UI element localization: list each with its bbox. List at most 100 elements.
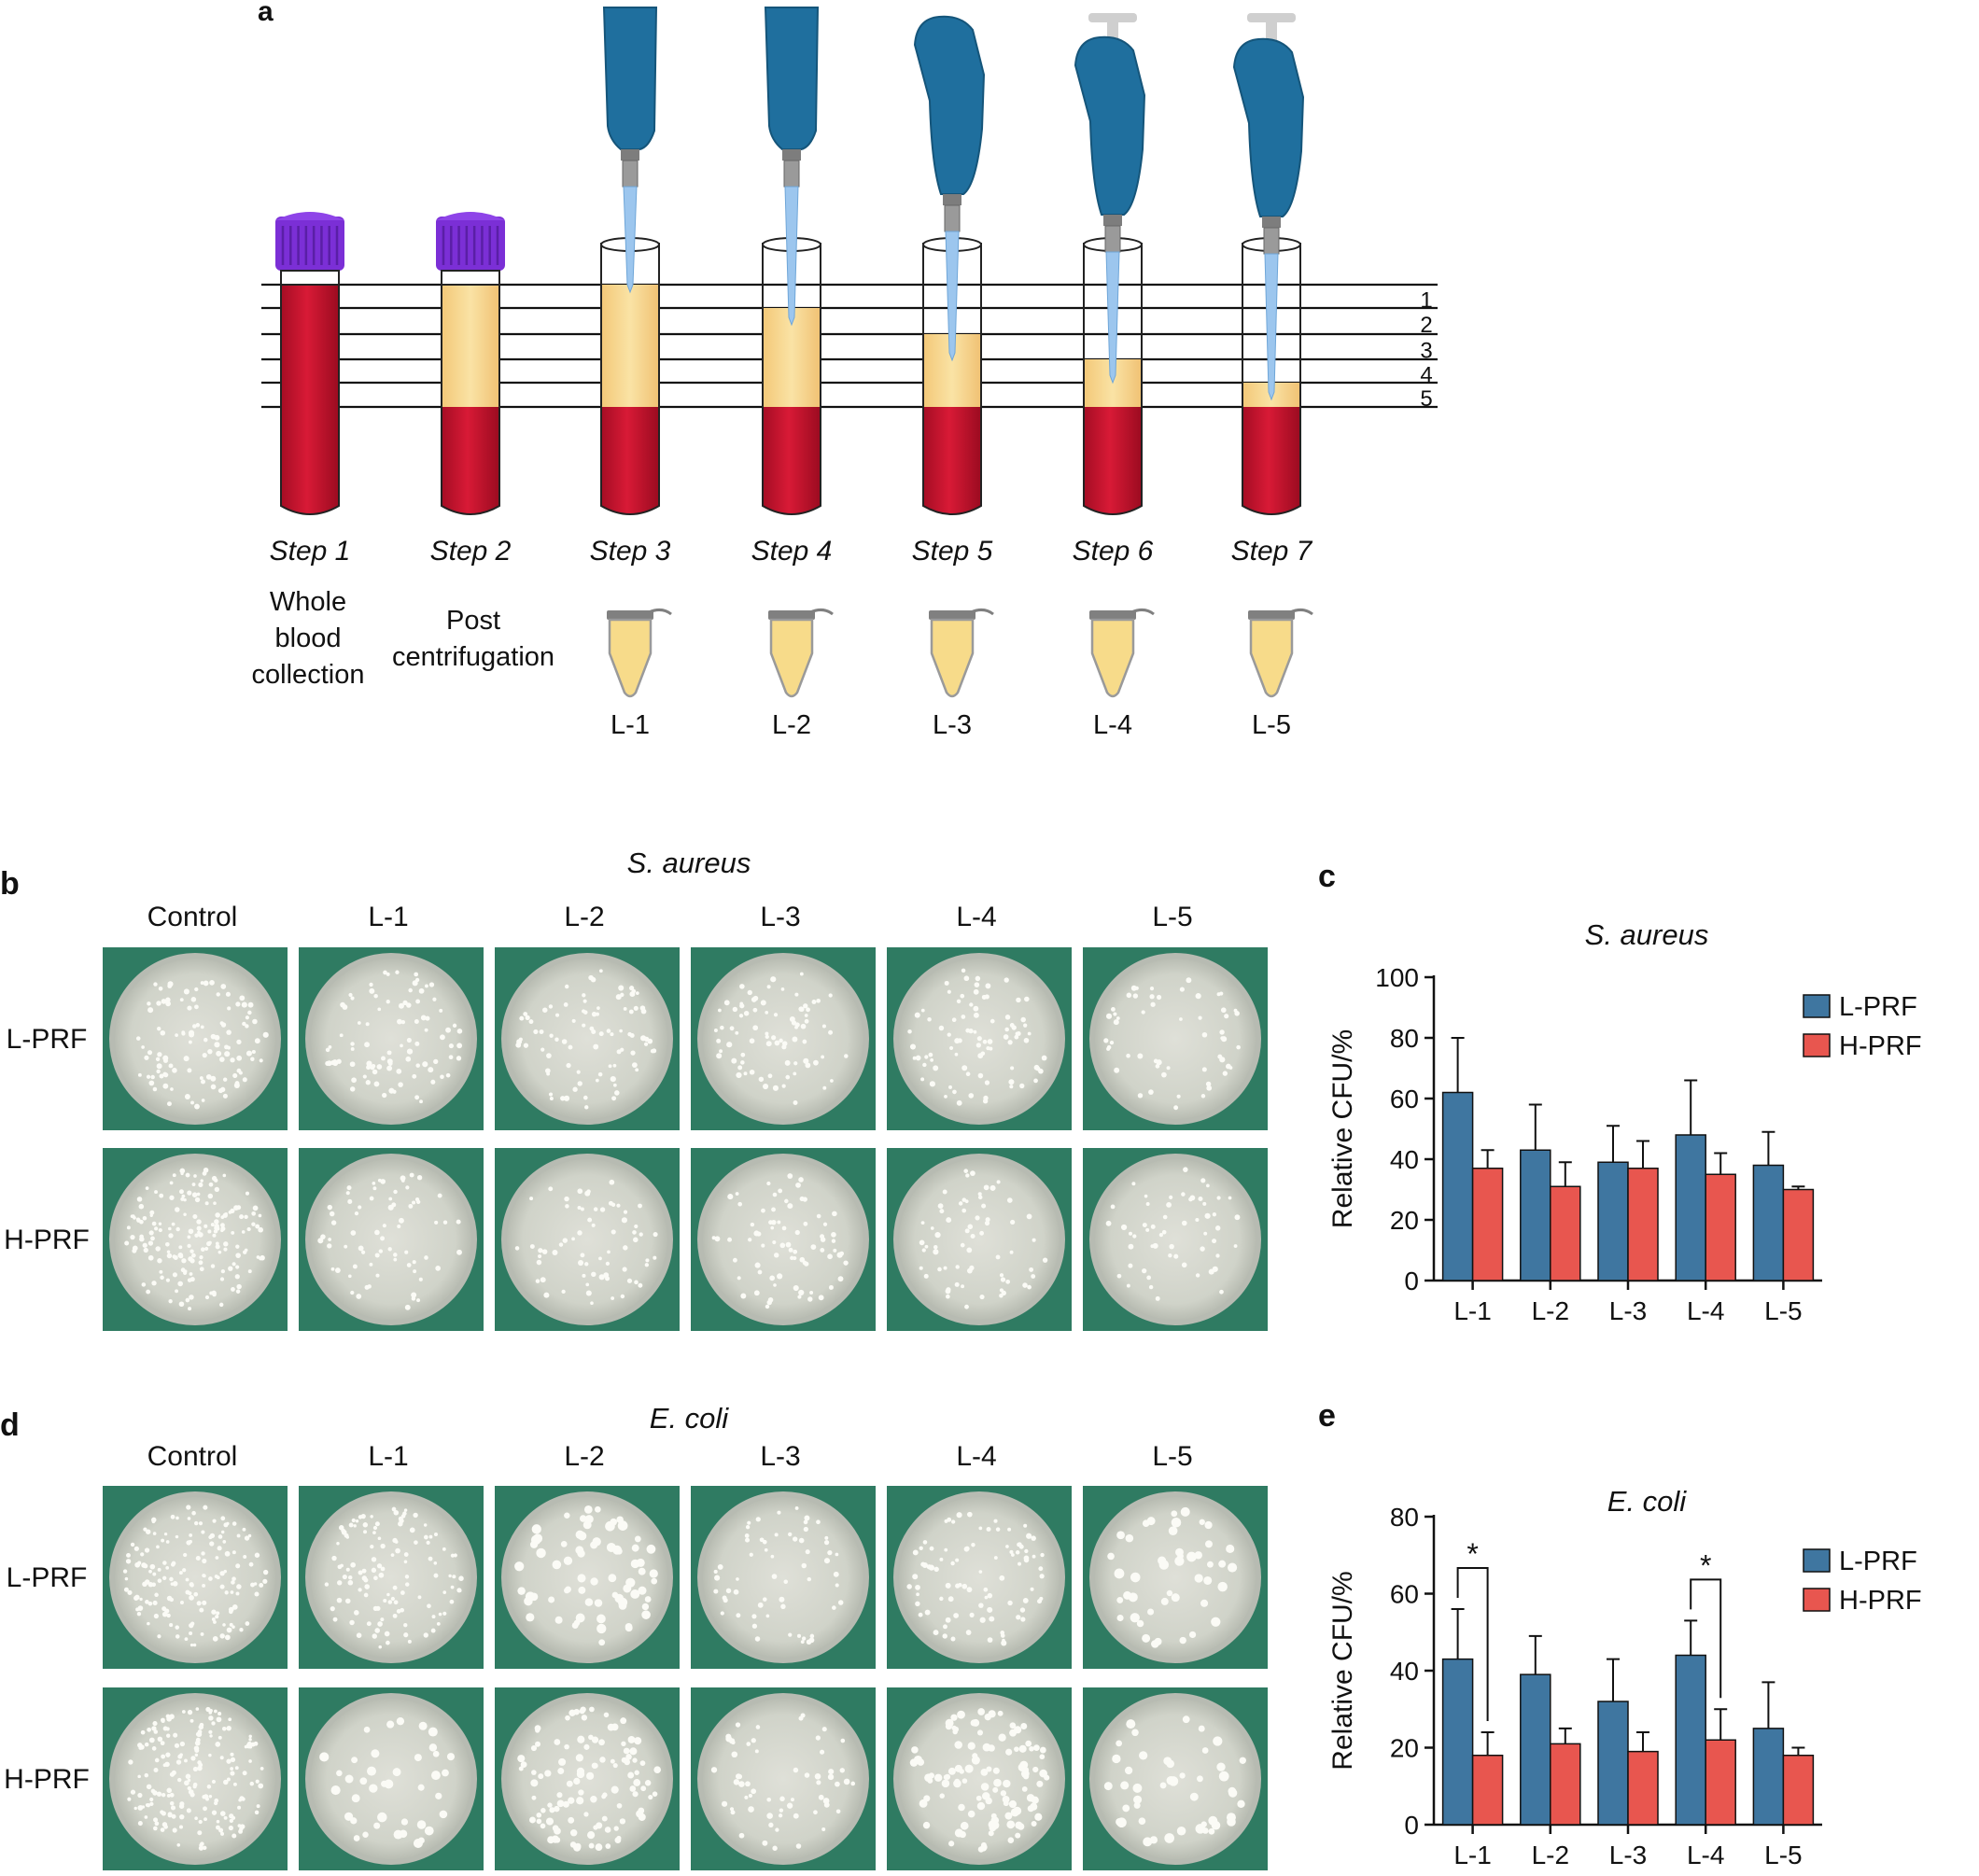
colony <box>1150 1224 1156 1229</box>
colony <box>531 1524 541 1534</box>
legend-label-L-PRF: L-PRF <box>1839 1547 1917 1576</box>
legend-label-H-PRF: H-PRF <box>1839 1586 1922 1616</box>
microtube-L-5: L-5 <box>1248 608 1313 740</box>
colony <box>730 1810 736 1815</box>
colony <box>514 1561 525 1572</box>
colony <box>1205 1081 1212 1087</box>
colony <box>196 1192 201 1197</box>
colony <box>194 1197 201 1203</box>
colony <box>434 1220 439 1225</box>
colony <box>769 1275 776 1281</box>
colony <box>804 1014 808 1017</box>
colony <box>166 1250 171 1254</box>
colony <box>164 1241 170 1247</box>
colony <box>577 1205 582 1211</box>
colony <box>981 994 987 1000</box>
colony <box>349 1086 356 1092</box>
colony <box>798 1537 805 1544</box>
colony <box>748 1793 752 1799</box>
colony <box>141 1045 145 1049</box>
colony <box>583 1812 589 1817</box>
bar-H-PRF-L-4 <box>1705 1739 1736 1826</box>
colony <box>232 1262 236 1267</box>
colony <box>950 1714 958 1721</box>
colony <box>1032 1238 1036 1242</box>
colony <box>405 1185 410 1190</box>
colony <box>977 1195 983 1200</box>
colony <box>363 1530 368 1534</box>
x-tick-label: L-4 <box>1687 1296 1724 1325</box>
colony <box>435 1792 442 1799</box>
colony <box>351 1077 357 1084</box>
colony <box>997 1710 1004 1716</box>
colony <box>220 984 227 989</box>
colony <box>788 1247 793 1253</box>
colony <box>597 1006 600 1010</box>
colony <box>1130 1613 1140 1623</box>
colony <box>214 1800 218 1806</box>
colony <box>610 1075 616 1083</box>
colony <box>1008 1079 1015 1085</box>
colony <box>749 1552 753 1557</box>
colony <box>621 1741 626 1746</box>
colony <box>563 1556 573 1565</box>
colony <box>398 1082 403 1087</box>
colony <box>773 1283 777 1287</box>
colony <box>582 1273 586 1278</box>
colony <box>1142 1267 1147 1274</box>
colony <box>735 1722 741 1728</box>
colony <box>1195 1824 1206 1834</box>
colony <box>228 1609 233 1615</box>
colony <box>452 1023 457 1029</box>
colony <box>1116 1614 1124 1622</box>
colony <box>747 1520 751 1525</box>
plate-agar <box>899 1699 1060 1859</box>
colony <box>424 1826 434 1836</box>
y-tick-label: 20 <box>1390 1734 1419 1763</box>
colony <box>235 1563 241 1569</box>
colony <box>353 1524 357 1528</box>
colony <box>942 1189 947 1195</box>
colony <box>961 1015 966 1019</box>
colony <box>729 1807 735 1812</box>
colony <box>439 1008 443 1013</box>
colony <box>414 1041 420 1046</box>
colony <box>915 1601 920 1607</box>
colony <box>130 1542 135 1547</box>
colony <box>771 1219 777 1225</box>
colony <box>235 1001 241 1007</box>
layer-number-2: 2 <box>1420 313 1432 338</box>
colony <box>745 1537 751 1543</box>
colony <box>154 1821 160 1827</box>
colony <box>1133 1795 1143 1804</box>
colony <box>258 1226 263 1233</box>
colony <box>245 1621 250 1626</box>
petri-plate <box>1083 1486 1268 1669</box>
colony <box>612 1762 618 1769</box>
colony <box>984 1080 990 1085</box>
colony <box>189 1295 194 1300</box>
colony <box>423 1534 428 1540</box>
colony <box>456 1249 462 1255</box>
colony <box>638 1203 642 1209</box>
colony <box>1215 1253 1220 1258</box>
colony <box>197 1765 203 1771</box>
colony <box>1039 1754 1046 1760</box>
colony <box>354 1211 359 1216</box>
colony <box>130 1214 134 1218</box>
colony <box>536 1812 542 1818</box>
colony <box>352 1264 358 1269</box>
colony <box>160 1810 164 1814</box>
colony <box>153 982 158 987</box>
microtube-cap <box>1248 610 1295 620</box>
colony <box>1032 1744 1040 1752</box>
plate-agar <box>899 1159 1060 1320</box>
colony <box>798 1715 804 1721</box>
y-axis-label: Relative CFU/% <box>1327 1571 1358 1770</box>
colony <box>739 984 745 989</box>
colony <box>130 1789 136 1795</box>
colony <box>369 987 375 994</box>
colony <box>961 1197 967 1202</box>
colony <box>409 1172 414 1178</box>
colony <box>191 1183 196 1186</box>
